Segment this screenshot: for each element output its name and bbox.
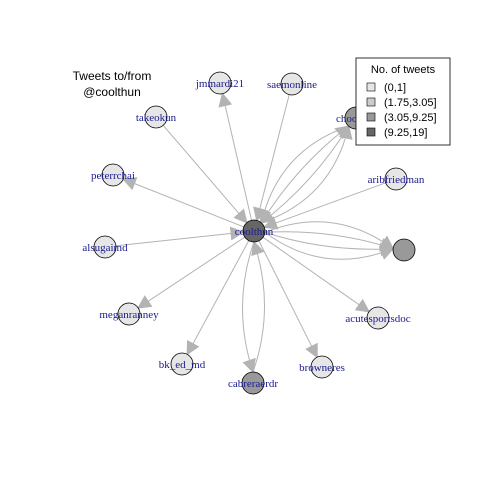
node-label-takeokun: takeokun xyxy=(136,112,177,124)
edge-coolthun-to-cabreraerdr xyxy=(242,241,256,374)
edge-coolthun-to-acutesportsdoc xyxy=(262,236,371,313)
legend-swatch-2 xyxy=(366,97,376,107)
node-label-jmmardi21: jmmardi21 xyxy=(195,78,244,90)
node-acutesportsdoc[interactable] xyxy=(366,306,390,330)
node-label-cabreraerdr: cabreraerdr xyxy=(228,378,278,390)
node-label-saemonline: saemonline xyxy=(267,79,317,91)
edges-layer xyxy=(115,92,395,374)
edge-takeokun-to-coolthun xyxy=(162,125,248,224)
node-alsugaimd[interactable] xyxy=(93,235,117,259)
legend-label-4: (9.25,19] xyxy=(384,127,427,139)
title-line-1: Tweets to/from xyxy=(73,69,152,83)
diagram-title: Tweets to/from @coolthun xyxy=(73,69,152,99)
node-aribfriedman[interactable] xyxy=(384,167,408,191)
node-cabreraerdr[interactable] xyxy=(241,371,265,395)
node-unlabeled[interactable] xyxy=(392,238,416,262)
node-label-acutesportsdoc: acutesportsdoc xyxy=(345,313,410,325)
title-line-2: @coolthun xyxy=(83,85,141,99)
legend-swatch-3 xyxy=(366,112,376,122)
legend-label-3: (3.05,9.25] xyxy=(384,112,437,124)
edge-coolthun-to-choo xyxy=(260,125,350,224)
node-coolthun[interactable] xyxy=(242,219,266,243)
edge-coolthun-to-meganranney xyxy=(136,236,246,309)
node-label-choo: choo xyxy=(336,113,358,125)
node-peterrchai[interactable] xyxy=(101,163,125,187)
node-label-coolthun: coolthun xyxy=(235,226,274,238)
nodes-layer xyxy=(93,71,416,395)
edge-cabreraerdr-to-coolthun xyxy=(251,240,265,373)
legend-swatch-1 xyxy=(366,82,376,92)
node-label-aribfriedman: aribfriedman xyxy=(368,174,425,186)
node-browneres[interactable] xyxy=(310,355,334,379)
legend-swatch-4 xyxy=(366,127,376,137)
node-label-peterrchai: peterrchai xyxy=(91,170,135,182)
node-label-browneres: browneres xyxy=(299,362,345,374)
legend-title: No. of tweets xyxy=(371,64,436,76)
node-takeokun[interactable] xyxy=(144,105,168,129)
edge-coolthun-to-peterrchai xyxy=(121,177,244,228)
edge-saemonline-to-coolthun xyxy=(253,94,290,222)
edge-coolthun-to-jmmardi21 xyxy=(218,92,253,221)
edge-coolthun-to-bk_ed_md xyxy=(186,240,250,356)
edge-choo-to-coolthun xyxy=(257,125,349,225)
node-jmmardi21[interactable] xyxy=(208,71,232,95)
edge-coolthun-to-unlabeled xyxy=(264,231,395,252)
legend-label-1: (0,1] xyxy=(384,82,406,94)
legend-label-2: (1.75,3.05] xyxy=(384,97,437,109)
edge-coolthun-to-browneres xyxy=(258,240,318,359)
edge-alsugaimd-to-coolthun xyxy=(115,226,245,247)
edge-aribfriedman-to-coolthun xyxy=(263,182,386,230)
node-label-alsugaimd: alsugaimd xyxy=(82,242,128,254)
labels-layer: coolthun jmmardi21 saemonline takeokun choo p… xyxy=(82,78,425,390)
node-label-meganranney: meganranney xyxy=(99,309,159,321)
node-bk_ed_md[interactable] xyxy=(170,352,194,376)
node-meganranney[interactable] xyxy=(117,302,141,326)
node-label-bk_ed_md: bk_ed_md xyxy=(159,359,206,371)
edge-coolthun-to-unlabeled xyxy=(264,231,395,260)
edge-choo-to-coolthun xyxy=(260,125,350,224)
node-saemonline[interactable] xyxy=(280,72,304,96)
legend: No. of tweets (0,1] (1.75,3.05] (3.05,9.… xyxy=(355,57,451,146)
edge-coolthun-to-choo xyxy=(261,124,353,224)
edge-coolthun-to-unlabeled xyxy=(264,231,395,257)
